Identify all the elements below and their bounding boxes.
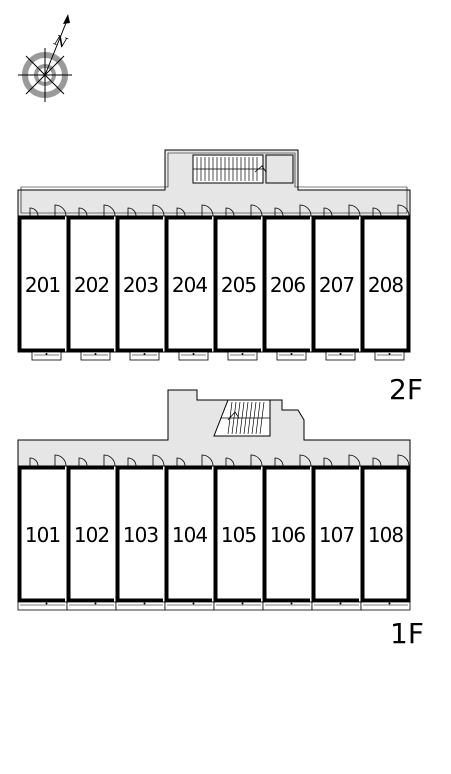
room-108: 108: [360, 454, 411, 603]
balcony: [115, 601, 166, 611]
staircase-1f: [213, 399, 271, 437]
room-101: 101: [17, 454, 68, 603]
balcony: [213, 601, 264, 611]
floor-label-2f: 2F: [389, 373, 423, 406]
staircase-2f: [192, 154, 294, 184]
room-201: 201: [17, 204, 68, 353]
room-207: 207: [311, 204, 362, 353]
room-number-label: 206: [270, 273, 305, 297]
room-number-label: 207: [319, 273, 354, 297]
balcony: [178, 351, 209, 361]
room-number-label: 104: [172, 523, 207, 547]
room-104: 104: [164, 454, 215, 603]
room-206: 206: [262, 204, 313, 353]
balcony: [311, 601, 362, 611]
balcony: [17, 601, 68, 611]
room-number-label: 103: [123, 523, 158, 547]
balcony: [129, 351, 160, 361]
room-number-label: 201: [25, 273, 60, 297]
room-202: 202: [66, 204, 117, 353]
room-number-label: 105: [221, 523, 256, 547]
room-203: 203: [115, 204, 166, 353]
room-102: 102: [66, 454, 117, 603]
compass-rose-icon: N: [18, 14, 72, 102]
balcony: [80, 351, 111, 361]
room-number-label: 106: [270, 523, 305, 547]
room-number-label: 208: [368, 273, 403, 297]
room-105: 105: [213, 454, 264, 603]
floor-label-1f: 1F: [390, 617, 424, 650]
room-number-label: 202: [74, 273, 109, 297]
room-number-label: 102: [74, 523, 109, 547]
balcony: [325, 351, 356, 361]
room-204: 204: [164, 204, 215, 353]
floor-1f: 101 102 103 104 105 106 107 108 1F: [17, 389, 424, 650]
room-208: 208: [360, 204, 411, 353]
balcony: [262, 601, 313, 611]
room-205: 205: [213, 204, 264, 353]
compass-north-label: N: [51, 32, 70, 52]
room-number-label: 203: [123, 273, 158, 297]
floor-2f: 201 202 203 204 205 206 207 208 2F: [17, 149, 423, 406]
room-number-label: 205: [221, 273, 256, 297]
balcony: [276, 351, 307, 361]
balcony: [66, 601, 117, 611]
room-number-label: 108: [368, 523, 403, 547]
room-107: 107: [311, 454, 362, 603]
room-number-label: 107: [319, 523, 354, 547]
room-number-label: 204: [172, 273, 207, 297]
balcony: [164, 601, 215, 611]
room-103: 103: [115, 454, 166, 603]
balcony: [374, 351, 405, 361]
balcony: [227, 351, 258, 361]
balcony: [31, 351, 62, 361]
balcony: [360, 601, 411, 611]
room-number-label: 101: [25, 523, 60, 547]
room-106: 106: [262, 454, 313, 603]
